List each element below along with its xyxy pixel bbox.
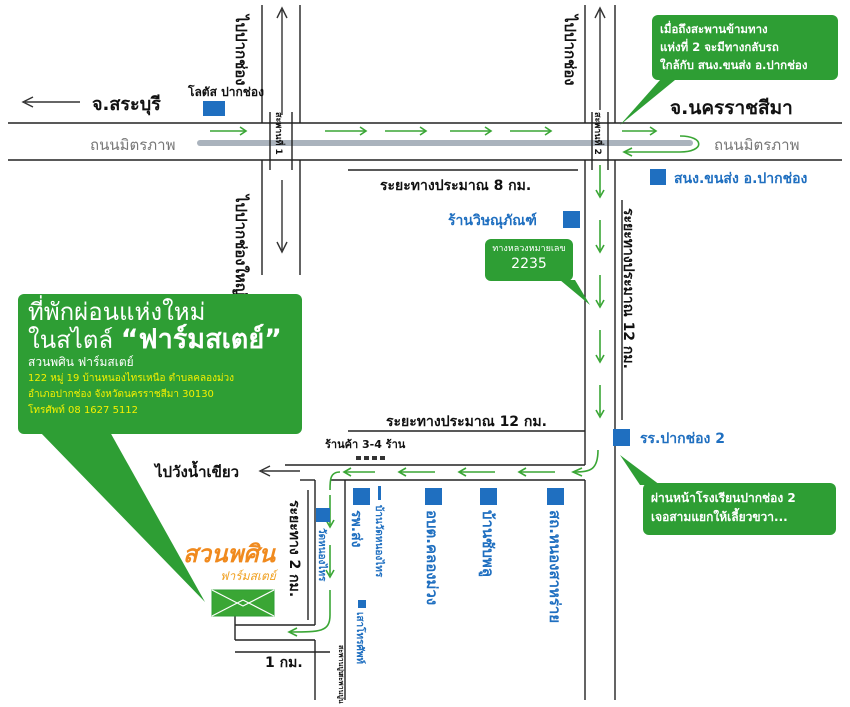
label-to-nakhon: จ.นครราชสีมา	[670, 97, 793, 119]
route-arrows-west	[342, 467, 555, 477]
label-sapphlu: บ้านซับพลู	[478, 510, 497, 577]
logo-sub: ฟาร์มสเตย์	[220, 569, 279, 583]
uturn-line1: เมื่อถึงสะพานข้ามทาง	[660, 22, 768, 36]
arrow-left-saraburi-head	[21, 96, 34, 108]
label-distance-12h: ระยะทางประมาณ 12 กม.	[386, 414, 547, 430]
label-to-wang: ไปวังน้ำเขียว	[153, 460, 239, 481]
resort-marker-lines2	[211, 599, 275, 617]
resort-marker	[211, 589, 275, 617]
hw-box-pointer	[560, 280, 590, 305]
label-witsanu: ร้านวิษณุภัณฑ์	[448, 212, 537, 229]
turn-right-path	[574, 449, 599, 473]
route-arrows-south	[595, 165, 605, 419]
resort-headline1: ที่พักผ่อนแห่งใหม่	[28, 298, 206, 326]
highway-number-caption: ทางหลวงหมายเลข	[492, 244, 566, 254]
arrow-up-bridge1-head	[276, 6, 288, 19]
label-small-road2: สะพานปูน	[336, 673, 345, 704]
uturn-path	[625, 135, 700, 153]
resort-headline2: ในสไตล์ “ฟาร์มสเตย์”	[28, 324, 292, 355]
label-shops: ร้านค้า 3-4 ร้าน	[325, 438, 406, 451]
label-to-saraburi: จ.สระบุรี	[92, 94, 161, 116]
logo-main: สวนพศิน	[183, 540, 277, 568]
callout-resort-pointer	[40, 432, 205, 602]
witsanu-marker	[563, 211, 580, 228]
label-pakchong-top1: ไปปากช่อง	[232, 13, 251, 86]
label-distance-8: ระยะทางประมาณ 8 กม.	[380, 178, 531, 194]
label-lotus: โลตัส ปากช่อง	[187, 84, 264, 99]
label-pakchong-top2: ไปปากช่อง	[561, 13, 580, 86]
uturn-head	[622, 147, 633, 157]
school-marker	[613, 429, 630, 446]
shops-marker	[356, 456, 385, 460]
label-bridge2: สะพานที่ 2	[592, 112, 605, 155]
arrow-left-wang-head	[258, 465, 271, 477]
school-callout: ผ่านหน้าโรงเรียนปากช่อง 2 เจอสามแยกให้เล…	[643, 483, 836, 535]
turn-right-head	[571, 467, 583, 477]
highway-number-box: ทางหลวงหมายเลข 2235	[485, 239, 573, 281]
label-small-road1: สะพานปูน	[336, 645, 345, 676]
resort-phone: โทรศัพท์ 08 1627 5112	[28, 405, 139, 416]
label-mittraphap-right: ถนนมิตรภาพ	[714, 136, 799, 154]
resort-addr1: 122 หมู่ 19 บ้านหนองไทรเหนือ ตำบลคลองม่ว…	[28, 373, 235, 384]
callout-uturn-pointer	[620, 80, 675, 125]
wat-marker	[316, 508, 330, 522]
uturn-callout: เมื่อถึงสะพานข้ามทาง แห่งที่ 2 จะมีทางกล…	[652, 15, 838, 80]
label-distance-2: ระยะทาง 2 กม.	[286, 500, 302, 597]
uturn-line3: ใกล้กับ สนง.ขนส่ง อ.ปากช่อง	[660, 58, 808, 72]
highway-number: 2235	[511, 256, 547, 272]
turn-south-path	[329, 471, 341, 491]
label-hospital: รพ.ส่ง	[348, 510, 364, 548]
resort-headline2a: ในสไตล์	[28, 326, 114, 354]
lotus-marker	[203, 101, 225, 116]
transport-marker	[650, 169, 666, 185]
school-line1: ผ่านหน้าโรงเรียนปากช่อง 2	[651, 491, 796, 505]
label-nongsarai: สถ.หนองสาหร่าย	[546, 510, 564, 623]
pole-marker	[358, 600, 366, 608]
label-transport: สนง.ขนส่ง อ.ปากช่อง	[674, 171, 808, 187]
banwat-marker	[378, 486, 381, 500]
label-distance-12v: ระยะทางประมาณ 12 กม.	[620, 208, 636, 369]
uturn-line2: แห่งที่ 2 จะมีทางกลับรถ	[660, 40, 779, 54]
sapphlu-marker	[480, 488, 497, 505]
resort-addr2: อำเภอปากช่อง จังหวัดนครราชสีมา 30130	[28, 389, 214, 400]
label-bridge1: สะพานที่ 1	[273, 112, 286, 155]
label-pole: เสาโทรศัพท์	[354, 612, 367, 664]
hospital-marker	[353, 488, 370, 505]
resort-headline2b: “ฟาร์มสเตย์”	[120, 324, 282, 355]
label-obt: อบต.คลองม่วง	[423, 510, 441, 605]
arrow-down-bridge1-head	[276, 241, 288, 254]
obt-marker	[425, 488, 442, 505]
nongsarai-marker	[547, 488, 564, 505]
label-mittraphap-left: ถนนมิตรภาพ	[90, 136, 175, 154]
resort-name: สวนพศิน ฟาร์มสเตย์	[28, 355, 134, 369]
label-distance-1: 1 กม.	[265, 655, 303, 671]
label-school: รร.ปากช่อง 2	[640, 431, 725, 447]
route-arrows-east	[210, 126, 658, 136]
label-ban-wat: บ้านวัดหนองไทร	[373, 505, 386, 578]
resort-marker-lines	[211, 589, 275, 607]
label-pakchong-yai: ไปปากช่องใหญ่	[232, 193, 251, 296]
resort-callout: ที่พักผ่อนแห่งใหม่ ในสไตล์ “ฟาร์มสเตย์” …	[18, 294, 302, 434]
label-wat-nong-sai: วัดหนองไทร	[316, 528, 329, 582]
callout-school-pointer	[620, 455, 660, 485]
school-line2: เจอสามแยกให้เลี้ยวขวา...	[651, 510, 788, 524]
arrow-up-bridge2-head	[594, 6, 606, 19]
